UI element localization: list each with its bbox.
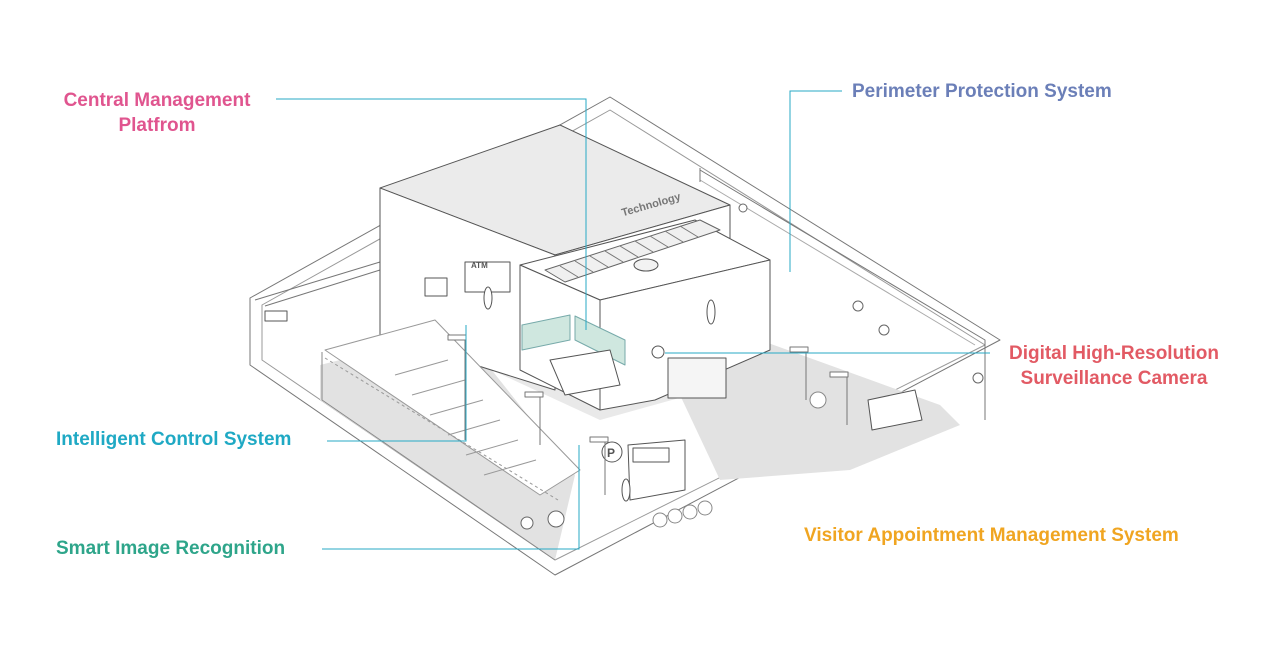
label-smart-image: Smart Image Recognition [56, 536, 285, 561]
label-central-management-line1: Central Management [48, 88, 266, 113]
label-digital-camera: Digital High-Resolution Surveillance Cam… [994, 341, 1234, 391]
gate-kiosk [668, 358, 726, 398]
parking-sign: P [607, 446, 615, 460]
label-visitor-appointment: Visitor Appointment Management System [804, 523, 1179, 548]
label-central-management-line2: Platfrom [48, 113, 266, 138]
label-perimeter-protection: Perimeter Protection System [852, 79, 1112, 104]
label-intelligent-control: Intelligent Control System [56, 427, 291, 452]
label-digital-camera-line1: Digital High-Resolution [994, 341, 1234, 366]
atm-sign: ATM [471, 261, 488, 270]
label-central-management: Central Management Platfrom [48, 88, 266, 138]
label-digital-camera-line2: Surveillance Camera [994, 366, 1234, 391]
